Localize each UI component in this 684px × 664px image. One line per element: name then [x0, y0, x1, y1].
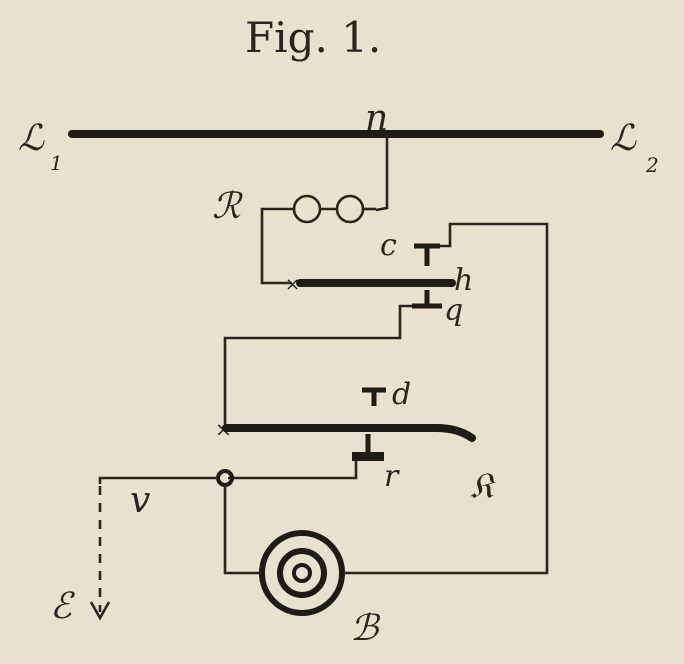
resistor-coil-2	[335, 194, 365, 224]
label-contact-q: q	[444, 293, 463, 328]
earth-arrow-icon	[89, 601, 111, 621]
label-line-right: ℒ	[610, 118, 637, 159]
label-contact-c: c	[380, 228, 397, 263]
wire-node-left	[98, 476, 218, 484]
wire-resistor-left	[260, 207, 294, 285]
resistor-coil-1	[292, 194, 322, 224]
wire-r-to-node	[228, 461, 358, 480]
label-line-right-sub: 2	[645, 153, 659, 177]
pivot-x-upper: ×	[285, 274, 300, 295]
lever-k	[222, 424, 476, 442]
wire-node-to-bell	[223, 485, 262, 575]
label-contact-d: d	[392, 377, 411, 412]
label-node-v: v	[130, 480, 150, 521]
label-resistor: ℛ	[212, 186, 243, 227]
label-contact-r: r	[384, 459, 400, 494]
label-line-left-sub: 1	[50, 151, 63, 175]
figure-title: Fig. 1.	[245, 13, 381, 62]
label-line-left: ℒ	[18, 118, 45, 159]
label-contact-h: h	[454, 263, 473, 298]
wire-right-loop	[342, 222, 549, 575]
contact-r-block	[352, 452, 384, 461]
label-spring-k: 𝔎	[470, 466, 496, 507]
wire-q-to-lever	[223, 304, 412, 428]
label-junction-n: n	[365, 98, 388, 139]
label-bell: ℬ	[350, 608, 381, 649]
bell-outer	[259, 530, 345, 616]
label-earth: ℰ	[50, 586, 75, 627]
wire-n-down	[375, 134, 389, 212]
bell-middle	[277, 548, 327, 598]
bell-inner	[292, 563, 312, 583]
